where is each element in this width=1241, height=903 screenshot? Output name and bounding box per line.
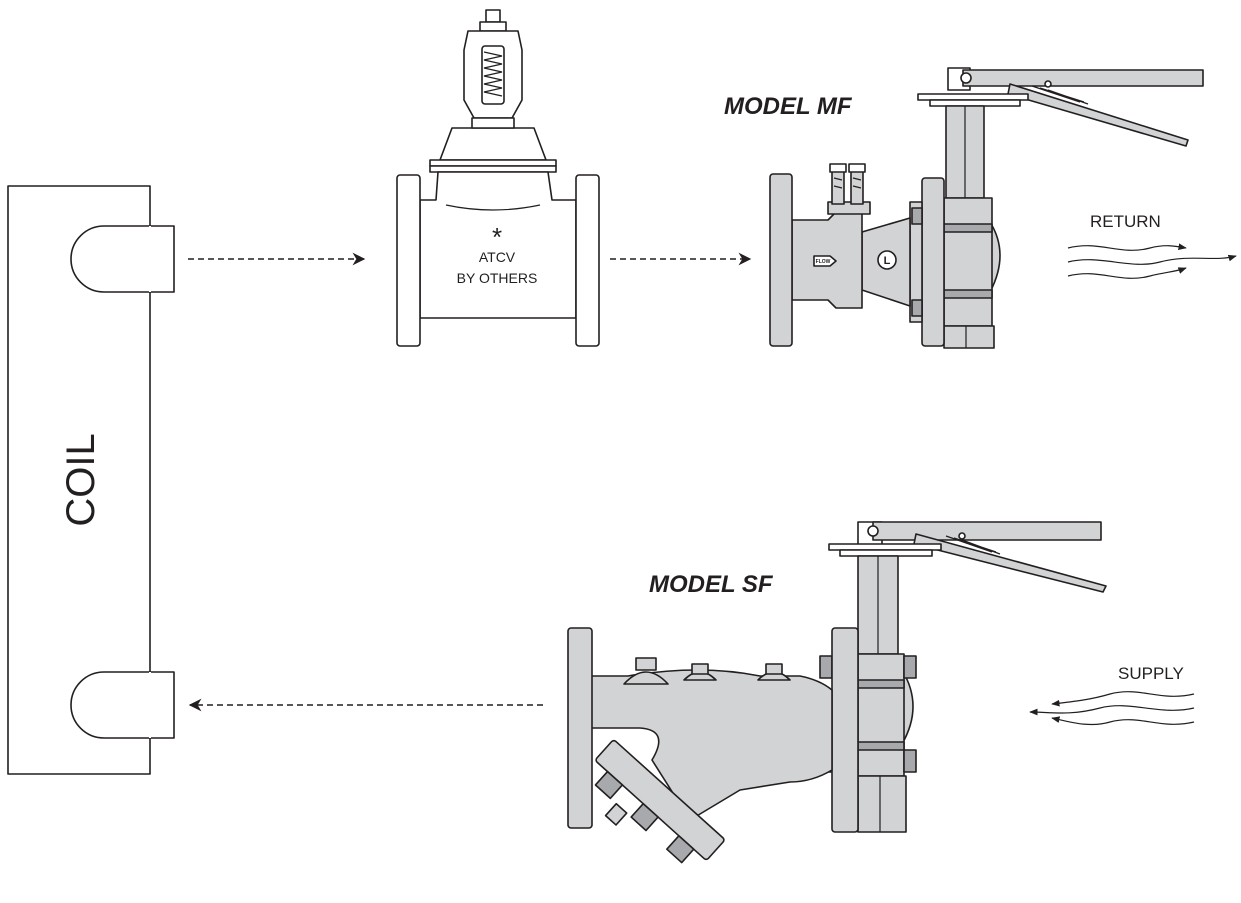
return-flow-lines — [1067, 243, 1237, 279]
svg-text:L: L — [884, 255, 891, 267]
model-mf-valve: L FLOW — [769, 67, 1204, 349]
mf-flange-right — [921, 177, 945, 347]
coil-top-connection — [70, 225, 175, 293]
sf-flange-right — [831, 627, 859, 833]
coil: COIL — [7, 185, 175, 775]
atcv-label: ATCV — [479, 249, 516, 265]
atcv-spring — [483, 51, 503, 97]
atcv-flange-right — [575, 174, 600, 347]
atcv-flange-left — [396, 174, 421, 347]
svg-text:FLOW: FLOW — [816, 259, 831, 265]
supply-flow-lines — [1029, 691, 1195, 726]
atcv-by-others-label: BY OTHERS — [457, 270, 538, 286]
atcv-asterisk: * — [492, 222, 502, 252]
coil-label: COIL — [59, 433, 103, 526]
supply-label: SUPPLY — [1118, 664, 1184, 683]
model-sf-valve — [567, 521, 1107, 864]
mf-flange-left — [769, 173, 793, 347]
model-mf-label: MODEL MF — [724, 93, 853, 120]
mf-flow-badge — [813, 255, 837, 267]
sf-flange-left — [567, 627, 593, 829]
coil-bottom-connection — [70, 671, 175, 739]
model-sf-label: MODEL SF — [649, 571, 774, 598]
return-label: RETURN — [1090, 212, 1161, 231]
atcv-valve: * ATCV BY OTHERS — [396, 9, 600, 347]
mf-l-badge — [877, 250, 897, 270]
